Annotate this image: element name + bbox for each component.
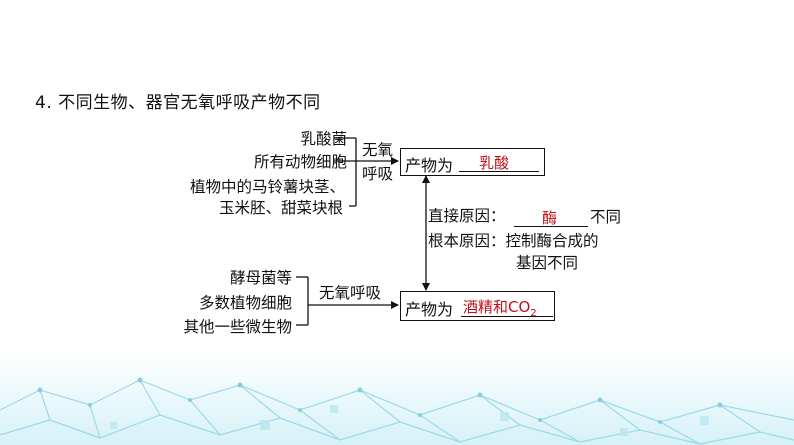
product-prefix-2: 产物为 bbox=[405, 300, 454, 319]
bottom-bracket bbox=[296, 276, 399, 326]
organism-potato-tuber: 植物中的马铃薯块茎、 bbox=[189, 178, 345, 196]
section-heading: 4. 不同生物、器官无氧呼吸产物不同 bbox=[35, 88, 321, 113]
connector-lines bbox=[296, 137, 430, 326]
organism-lactic-bacteria: 乳酸菌 bbox=[300, 130, 347, 148]
product-box-lactic: 产物为 乳酸 bbox=[400, 148, 545, 176]
diagram-panel: 乳酸菌 所有动物细胞 植物中的马铃薯块茎、 玉米胚、甜菜块根 无氧 呼吸 产物为… bbox=[166, 130, 625, 341]
bottom-arrow-label: 无氧呼吸 bbox=[319, 284, 382, 302]
product-box-alcohol: 产物为 酒精和CO2 bbox=[400, 291, 555, 321]
product-prefix: 产物为 bbox=[405, 156, 454, 175]
top-arrow-label-1: 无氧 bbox=[362, 141, 394, 159]
top-bracket bbox=[334, 137, 399, 207]
organism-plant-cells: 多数植物细胞 bbox=[198, 294, 292, 312]
decorative-network-graphic bbox=[0, 350, 794, 445]
product-answer-main: 酒精和CO bbox=[463, 298, 531, 316]
answer-underline-2 bbox=[461, 316, 553, 317]
direct-reason-answer: 酶 bbox=[542, 209, 558, 227]
top-arrow-label-2: 呼吸 bbox=[362, 165, 394, 183]
root-reason-line-2: 基因不同 bbox=[516, 254, 579, 272]
organism-microbes: 其他一些微生物 bbox=[183, 318, 292, 336]
product-answer-alcohol-co2: 酒精和CO2 bbox=[463, 296, 537, 319]
direct-reason-prefix: 直接原因： bbox=[428, 207, 506, 225]
answer-underline bbox=[459, 171, 539, 172]
direct-reason-suffix: 不同 bbox=[590, 208, 622, 226]
product-answer-sub: 2 bbox=[530, 308, 537, 319]
heading-number: 4 bbox=[35, 93, 47, 113]
organism-corn-beet: 玉米胚、甜菜块根 bbox=[218, 199, 343, 217]
product-answer-lactic-acid: 乳酸 bbox=[479, 154, 510, 172]
organism-yeast: 酵母菌等 bbox=[229, 269, 292, 287]
root-reason-line-1: 根本原因：控制酶合成的 bbox=[428, 232, 599, 250]
heading-text: . 不同生物、器官无氧呼吸产物不同 bbox=[46, 93, 321, 113]
direct-reason-underline bbox=[514, 226, 588, 227]
organism-animal-cells: 所有动物细胞 bbox=[253, 153, 347, 171]
